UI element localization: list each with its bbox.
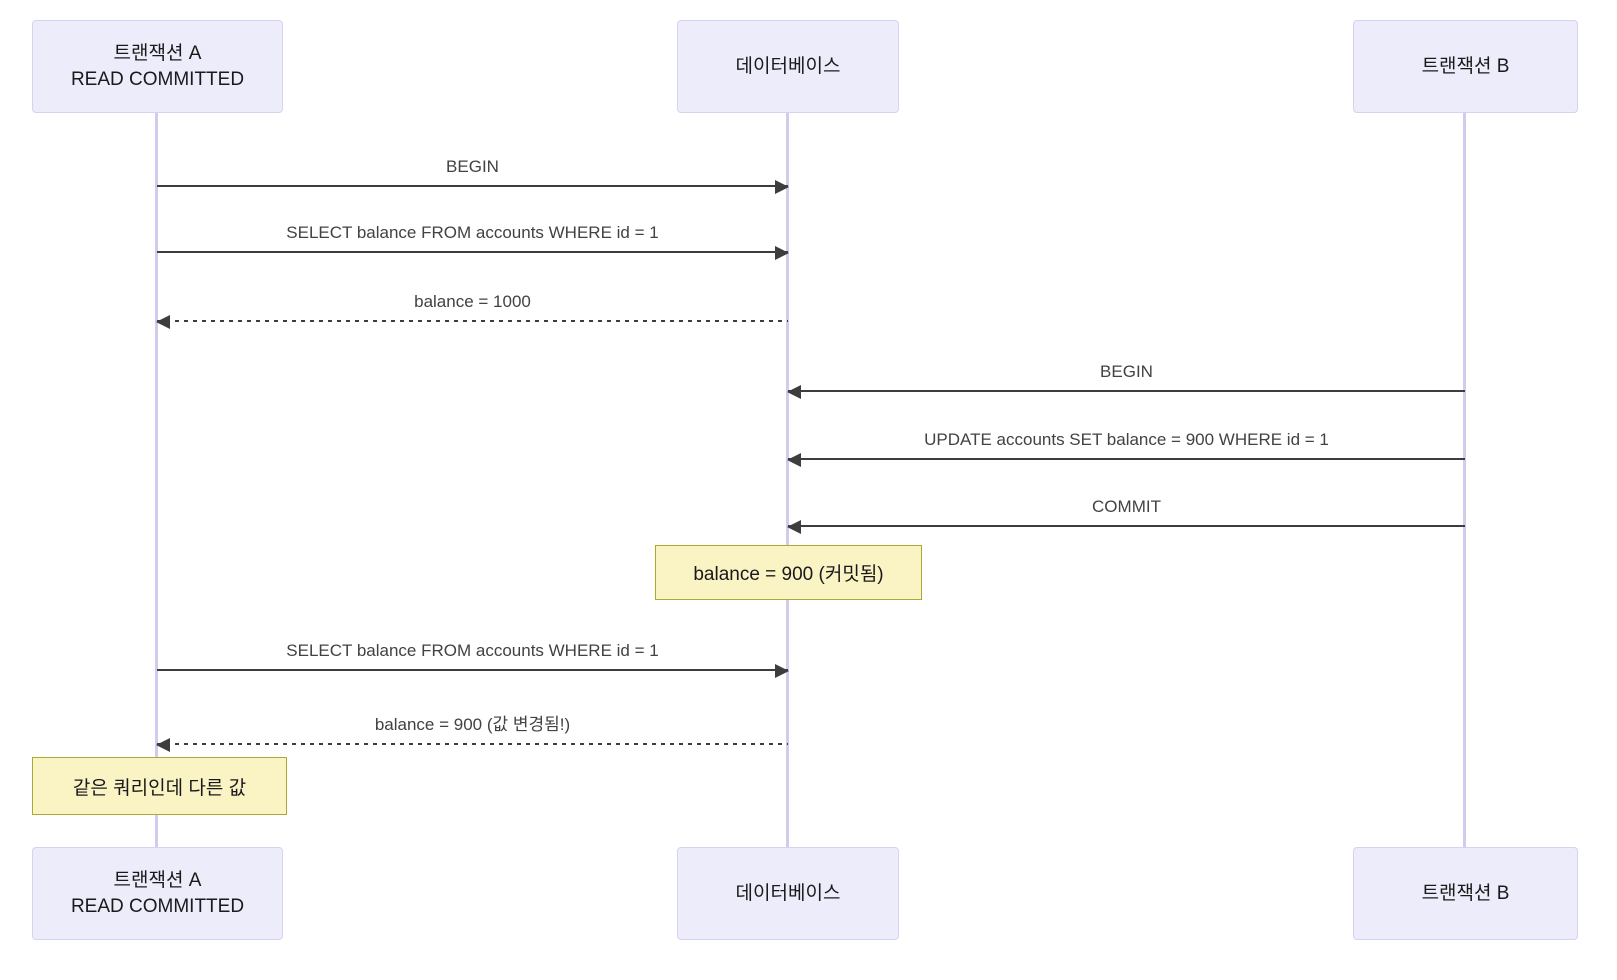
message-label: balance = 900 (값 변경됨!) <box>374 715 571 734</box>
message-label: BEGIN <box>1100 362 1153 381</box>
lifeline-transaction-b <box>1463 113 1466 847</box>
message-arrow-solid <box>157 180 789 194</box>
message-commit: COMMIT <box>787 489 1465 534</box>
message-begin-b: BEGIN <box>787 354 1465 399</box>
message-arrow-solid <box>787 520 1465 534</box>
message-label: BEGIN <box>446 157 499 176</box>
message-balance-1000: balance = 1000 <box>156 284 788 329</box>
message-arrow-solid <box>157 246 789 260</box>
message-arrow-solid <box>787 453 1465 467</box>
arrowhead-right-icon <box>775 664 789 678</box>
message-select-2: SELECT balance FROM accounts WHERE id = … <box>157 633 789 678</box>
arrowhead-right-icon <box>775 246 789 260</box>
actor-database-top: 데이터베이스 <box>677 20 899 113</box>
lifeline-transaction-a <box>155 113 158 847</box>
message-label: SELECT balance FROM accounts WHERE id = … <box>286 641 659 660</box>
message-label: SELECT balance FROM accounts WHERE id = … <box>286 223 659 242</box>
message-arrow-dashed <box>156 738 788 752</box>
message-arrow-solid <box>157 664 789 678</box>
actor-transaction-b-top: 트랜잭션 B <box>1353 20 1578 113</box>
note-balance-committed: balance = 900 (커밋됨) <box>655 545 922 600</box>
message-balance-900: balance = 900 (값 변경됨!) <box>156 707 788 752</box>
message-update: UPDATE accounts SET balance = 900 WHERE … <box>787 422 1465 467</box>
actor-database-bottom: 데이터베이스 <box>677 847 899 940</box>
arrowhead-left-icon <box>787 520 801 534</box>
message-label: balance = 1000 <box>414 292 531 311</box>
note-same-query-different-value: 같은 쿼리인데 다른 값 <box>32 757 287 815</box>
message-arrow-solid <box>787 385 1465 399</box>
arrowhead-right-icon <box>775 180 789 194</box>
arrowhead-left-icon <box>787 385 801 399</box>
actor-transaction-a-bottom: 트랜잭션 A READ COMMITTED <box>32 847 283 940</box>
message-arrow-dashed <box>156 315 788 329</box>
arrowhead-left-icon <box>156 315 170 329</box>
message-label: COMMIT <box>1092 497 1161 516</box>
actor-transaction-b-bottom: 트랜잭션 B <box>1353 847 1578 940</box>
actor-transaction-a-top: 트랜잭션 A READ COMMITTED <box>32 20 283 113</box>
lifeline-database <box>786 113 789 847</box>
arrowhead-left-icon <box>156 738 170 752</box>
message-label: UPDATE accounts SET balance = 900 WHERE … <box>924 430 1329 449</box>
arrowhead-left-icon <box>787 453 801 467</box>
message-select-1: SELECT balance FROM accounts WHERE id = … <box>157 215 789 260</box>
message-begin-a: BEGIN <box>157 149 789 194</box>
